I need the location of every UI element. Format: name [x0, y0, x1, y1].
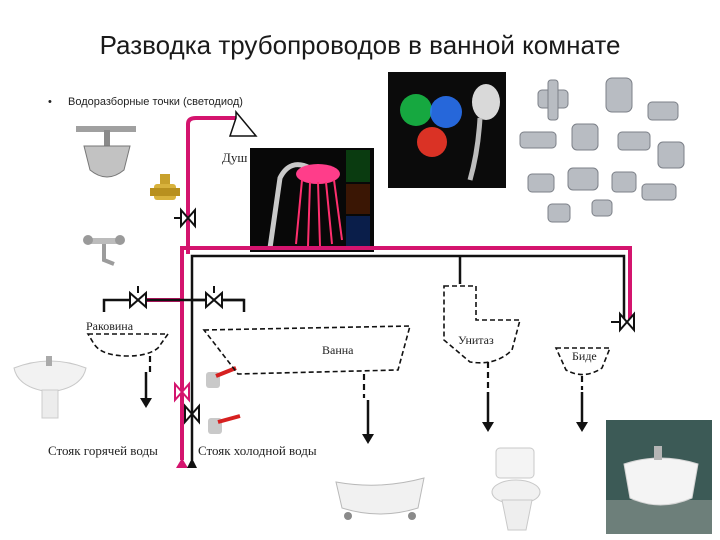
- wall-mixer-photo: [83, 235, 125, 266]
- drain-arrow-washbasin: [140, 372, 152, 408]
- label-hot-riser: Стояк горячей воды: [48, 443, 158, 458]
- bidet-outline: [554, 347, 612, 376]
- drain-arrow-toilet: [482, 392, 494, 432]
- drain-arrow-bidet: [576, 392, 588, 432]
- bullet-marker: •: [48, 96, 52, 108]
- label-bath: Ванна: [322, 343, 354, 357]
- label-cold-riser: Стояк холодной воды: [198, 443, 317, 458]
- hot-riser-pipe: [180, 246, 632, 460]
- bidet-photo: [606, 420, 712, 534]
- valve-hot-riser: [174, 381, 190, 403]
- hot-riser-arrow: [176, 458, 188, 468]
- fittings-photo: [519, 77, 685, 223]
- label-washbasin: Раковина: [86, 319, 134, 333]
- valve-washbasin: [129, 286, 147, 310]
- cold-riser-pipe: [190, 254, 626, 460]
- valve-bath: [205, 286, 223, 310]
- bathtub-photo: [335, 477, 425, 520]
- label-shower: Душ: [222, 150, 247, 165]
- drain-arrow-bath: [362, 400, 374, 444]
- bath-outline: [202, 325, 412, 375]
- washbasin-outline: [86, 333, 170, 357]
- shower-head-photo: [76, 126, 136, 178]
- label-bidet: Биде: [572, 349, 597, 363]
- hot-shower-pipe: [186, 116, 236, 254]
- slide-title: Разводка трубопроводов в ванной комнате: [99, 30, 621, 60]
- cold-riser-arrow: [187, 458, 197, 468]
- valve-bidet: [611, 311, 635, 333]
- ball-valve-hot-photo: [206, 366, 237, 388]
- led-showerhead-photo: [250, 148, 374, 252]
- brass-valve-photo: [150, 174, 180, 200]
- toilet-photo: [491, 447, 541, 531]
- toilet-outline: [443, 285, 522, 364]
- bullet-text: Водоразборные точки (светодиод): [68, 96, 243, 108]
- valve-cold-riser: [184, 403, 200, 425]
- valve-shower: [174, 207, 196, 229]
- ball-valve-cold-photo: [208, 414, 241, 434]
- shower-head-outline: [228, 109, 258, 137]
- bullet-line: • Водоразборные точки (светодиод): [30, 96, 243, 108]
- led-shower-photo: [388, 72, 506, 188]
- label-toilet: Унитаз: [458, 333, 494, 347]
- washbasin-photo: [13, 356, 87, 419]
- cold-basin-branch: [102, 298, 246, 312]
